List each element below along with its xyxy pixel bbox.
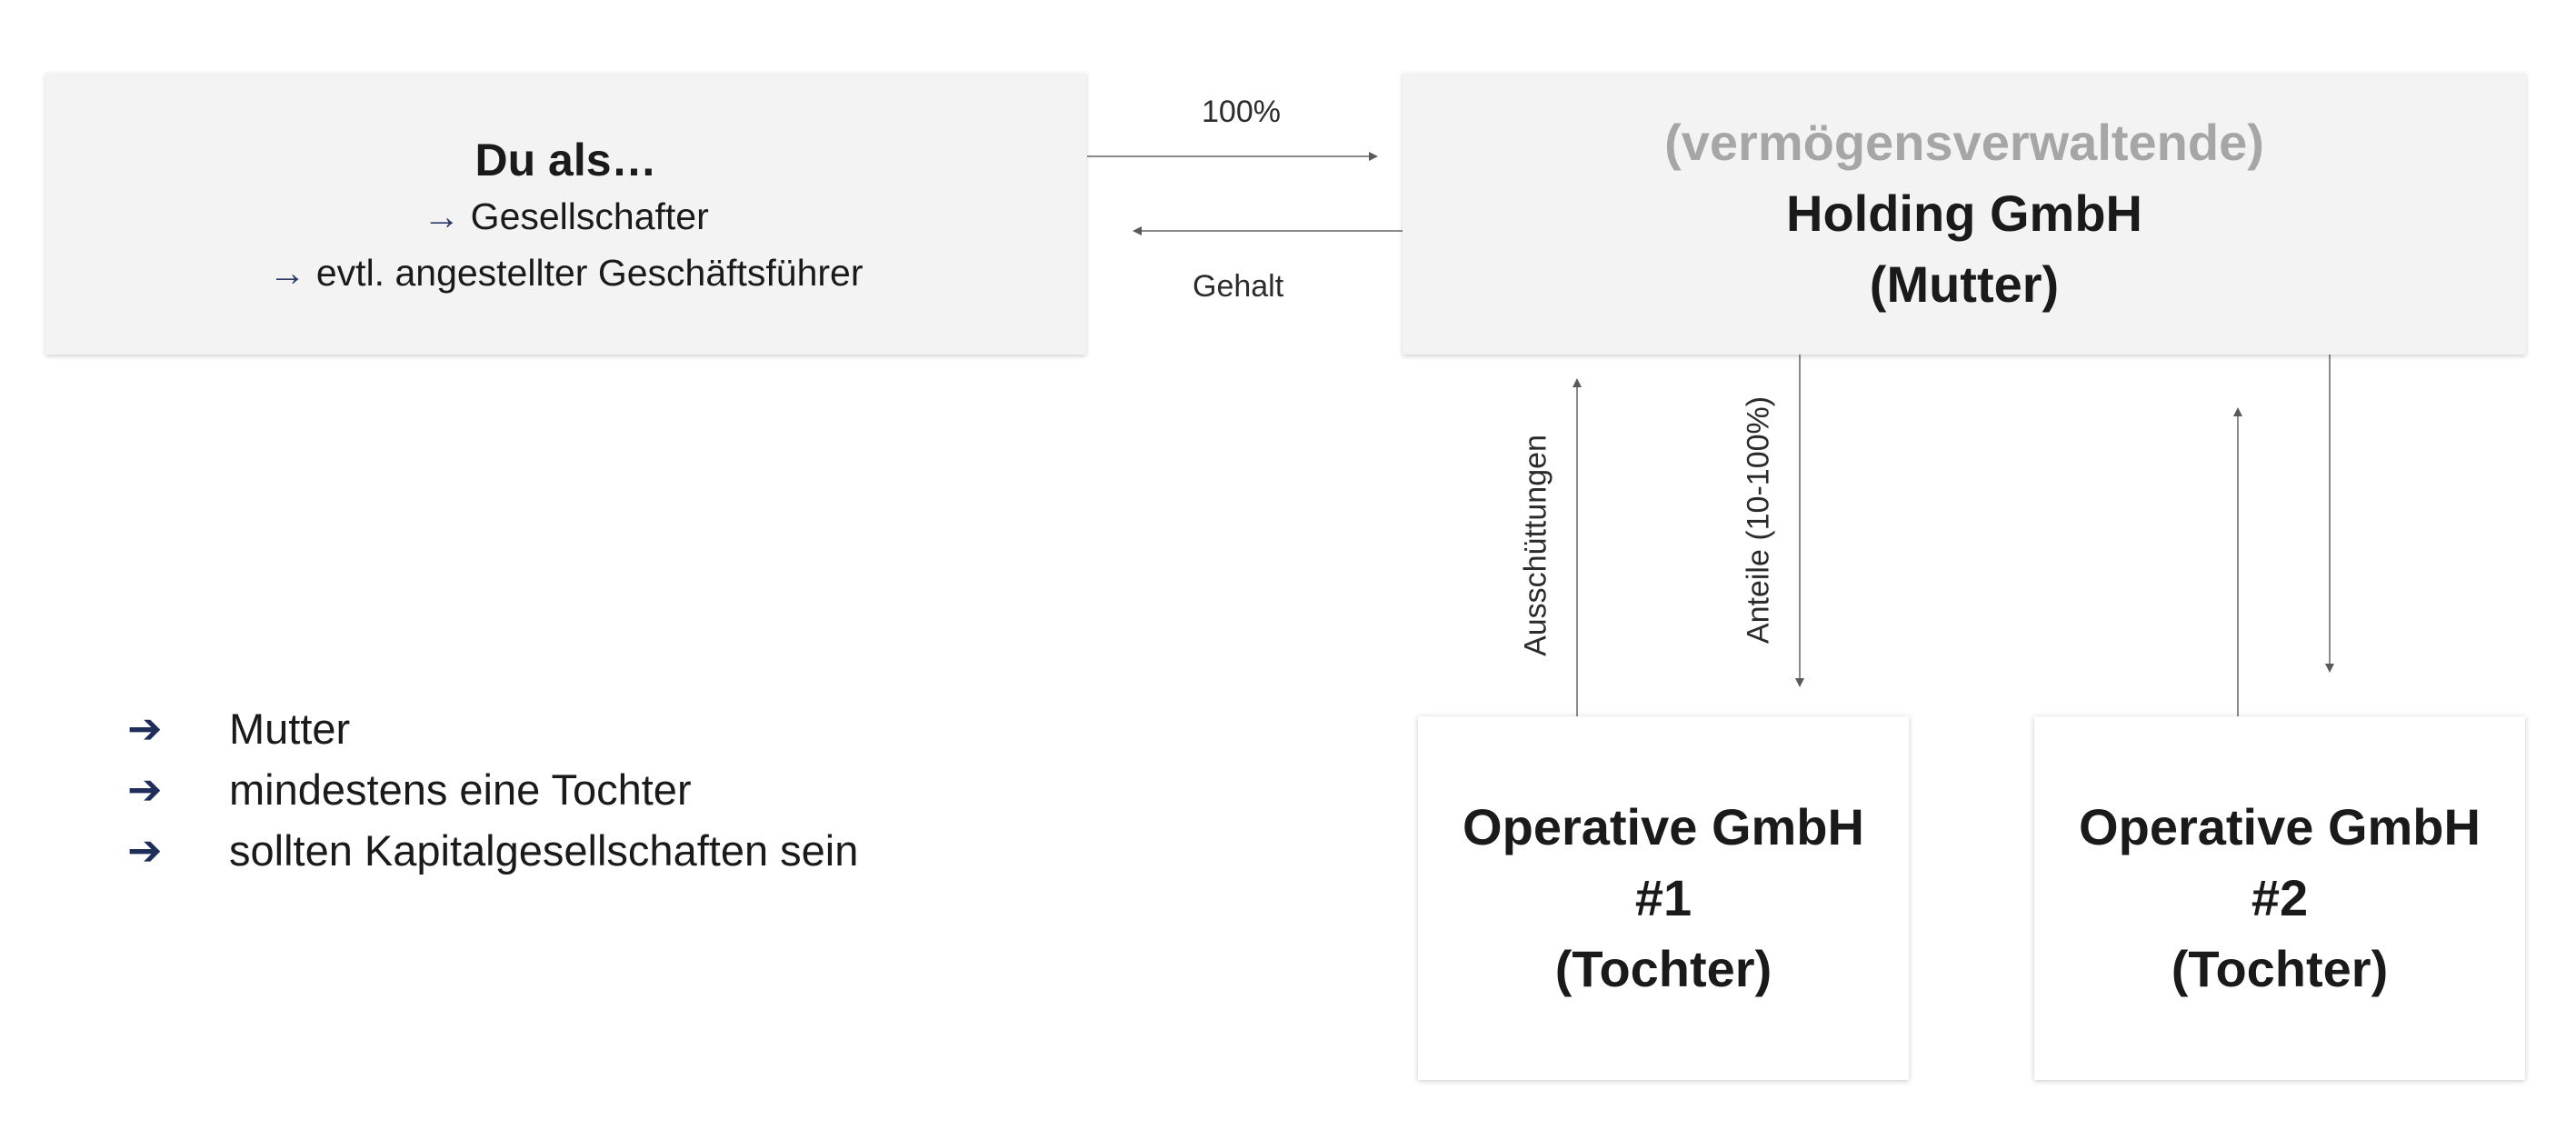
operative-1-role: (Tochter) (1554, 940, 1772, 997)
arrowhead-anteile-2 (2325, 664, 2334, 673)
owner-box: Du als… → Gesellschafter → evtl. angeste… (45, 73, 1086, 355)
owner-title: Du als… (474, 135, 657, 185)
bullet-text: Mutter (229, 705, 351, 753)
holding-box: (vermögensverwaltende) Holding GmbH (Mut… (1403, 73, 2526, 355)
arrowhead-ausschuettungen-2 (2233, 407, 2242, 416)
arrow-icon: → (268, 252, 306, 294)
operative-box-2: Operative GmbH #2 (Tochter) (2034, 716, 2525, 1080)
arrowhead-gehalt (1133, 226, 1142, 235)
arrow-icon: ➔ (127, 765, 163, 813)
operative-2-role: (Tochter) (2171, 940, 2389, 997)
owner-role-shareholder: → Gesellschafter (423, 188, 708, 245)
bullet-list: ➔ Mutter ➔ mindestens eine Tochter ➔ sol… (127, 698, 858, 881)
bullet-text: mindestens eine Tochter (229, 765, 692, 814)
holding-name: Holding GmbH (1786, 185, 2142, 242)
label-100-percent: 100% (1202, 95, 1281, 129)
label-ausschuettungen: Ausschüttungen (1518, 435, 1553, 656)
holding-role: (Mutter) (1869, 255, 2060, 313)
arrow-icon: ➔ (127, 826, 163, 874)
list-item: ➔ sollten Kapitalgesellschaften sein (127, 820, 858, 881)
arrow-icon: → (423, 195, 461, 237)
arrow-icon: ➔ (127, 705, 163, 752)
owner-role-managing-director: → evtl. angestellter Geschäftsführer (268, 245, 863, 301)
operative-1-number: #1 (1634, 869, 1692, 926)
owner-role-managing-director-text: evtl. angestellter Geschäftsführer (315, 252, 864, 294)
operative-2-number: #2 (2251, 869, 2309, 926)
arrowhead-100-percent (1369, 152, 1378, 161)
arrowhead-anteile-1 (1795, 678, 1804, 687)
bullet-text: sollten Kapitalgesellschaften sein (229, 826, 859, 875)
holding-qualifier: (vermögensverwaltende) (1664, 114, 2264, 171)
owner-role-shareholder-text: Gesellschafter (470, 195, 709, 237)
list-item: ➔ Mutter (127, 698, 858, 759)
arrowhead-ausschuettungen-1 (1573, 378, 1582, 387)
operative-box-1: Operative GmbH #1 (Tochter) (1418, 716, 1909, 1080)
label-gehalt: Gehalt (1193, 269, 1284, 304)
operative-1-name: Operative GmbH (1463, 798, 1864, 855)
list-item: ➔ mindestens eine Tochter (127, 759, 858, 820)
operative-2-name: Operative GmbH (2079, 798, 2481, 855)
label-anteile: Anteile (10-100%) (1741, 395, 1776, 645)
